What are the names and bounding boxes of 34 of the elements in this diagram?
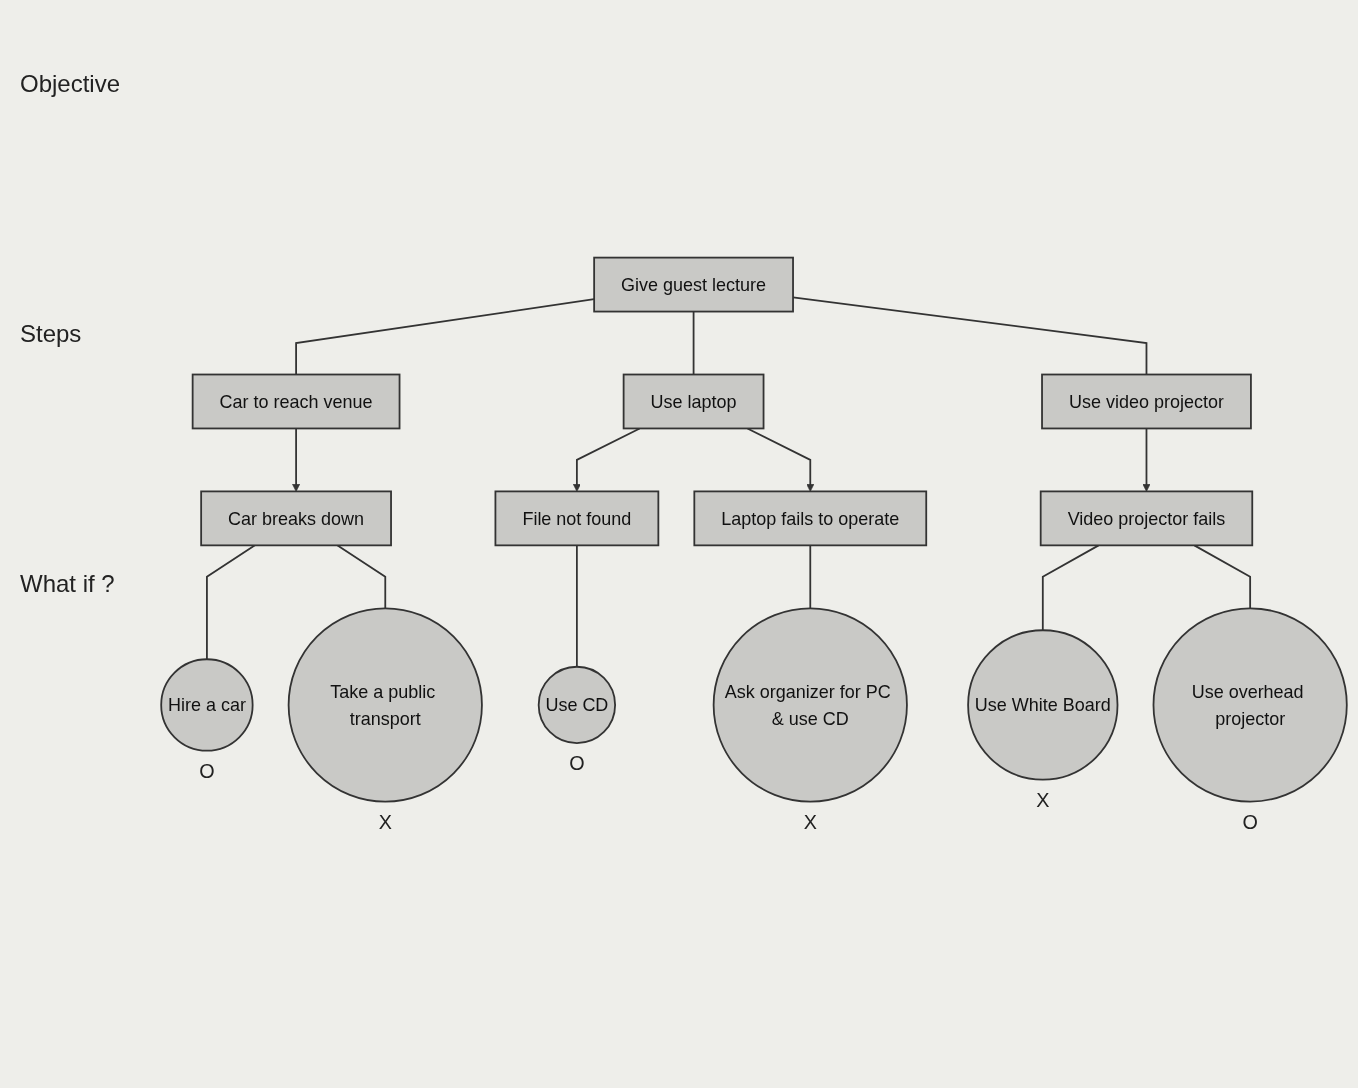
outcome-mark: X xyxy=(378,810,392,833)
level-label: Steps xyxy=(20,320,82,348)
node-circle: Hire a car xyxy=(160,658,254,752)
connector xyxy=(692,310,695,376)
level-label: What if ? xyxy=(20,570,115,598)
node-circle: Use overhead projector xyxy=(1152,607,1348,803)
connector xyxy=(576,544,578,668)
node-box: Laptop fails to operate xyxy=(693,490,928,547)
node-box: Car to reach venue xyxy=(191,373,401,430)
arrow xyxy=(572,427,641,492)
arrow xyxy=(746,427,815,492)
node-box: Give guest lecture xyxy=(593,256,794,313)
connector xyxy=(809,544,812,610)
node-circle: Use CD xyxy=(537,665,616,745)
outcome-mark: O xyxy=(1242,810,1258,833)
arrow xyxy=(1142,427,1151,492)
node-box: File not found xyxy=(494,490,660,547)
level-label: Objective xyxy=(20,70,121,98)
connector xyxy=(206,544,256,661)
outcome-mark: X xyxy=(803,810,817,833)
node-circle: Take a public transport xyxy=(287,607,483,803)
node-box: Car breaks down xyxy=(200,490,392,547)
connector xyxy=(336,544,387,610)
node-box: Use laptop xyxy=(622,373,765,430)
node-circle: Use White Board xyxy=(967,629,1119,781)
node-circle: Ask organizer for PC & use CD xyxy=(712,607,908,803)
outcome-mark: O xyxy=(569,752,585,775)
node-box: Use video projector xyxy=(1041,373,1252,430)
connector xyxy=(1041,544,1100,632)
outcome-mark: O xyxy=(199,759,215,782)
node-box: Video projector fails xyxy=(1039,490,1254,547)
connector xyxy=(1193,544,1252,610)
outcome-mark: X xyxy=(1036,788,1050,811)
arrow xyxy=(292,427,301,492)
